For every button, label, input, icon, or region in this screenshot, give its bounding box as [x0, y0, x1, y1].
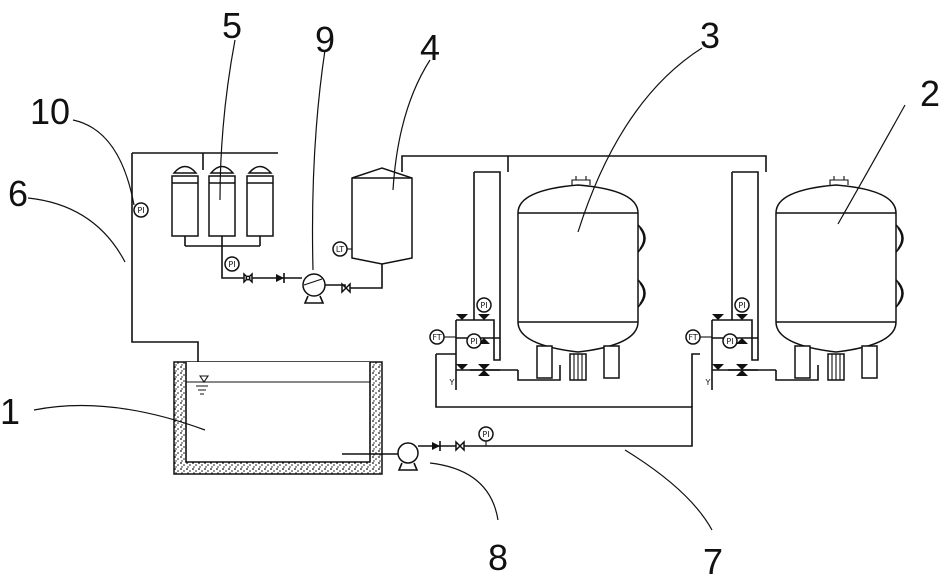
callout-5: 5 [222, 5, 242, 46]
membrane-filter-group-5 [132, 152, 278, 247]
lt-label: LT [336, 245, 344, 254]
pi-label: PI [726, 337, 733, 346]
callout-4: 4 [420, 27, 440, 68]
return-pipe-6 [131, 153, 199, 362]
ft-label: FT [432, 333, 441, 342]
pump-9 [302, 260, 383, 304]
water-tank-1 [173, 361, 383, 475]
leader-lines [27, 39, 906, 531]
vessel-2 [775, 176, 904, 381]
intermediate-tank-4: LT [332, 155, 767, 265]
callout-7: 7 [703, 541, 723, 582]
drain-y-label: Y [705, 378, 711, 387]
pump-8: PI [342, 426, 494, 471]
vessel-2-piping: PI PI FT Y [685, 171, 819, 390]
vessel-3-piping: PI PI FT Y [429, 171, 561, 390]
ft-label: FT [688, 333, 697, 342]
feed-pipe-7 [435, 353, 700, 447]
callout-2: 2 [920, 73, 940, 114]
pi-label: PI [480, 301, 487, 310]
callout-8: 8 [488, 537, 508, 578]
callout-10: 10 [30, 91, 70, 132]
pi-label: PI [137, 206, 144, 215]
callout-1: 1 [0, 391, 20, 432]
membrane-feed-line: PI [221, 246, 302, 284]
drain-y-label: Y [449, 378, 455, 387]
vessel-3 [517, 176, 646, 381]
pi-label: PI [738, 301, 745, 310]
pressure-indicator-10: PI [133, 202, 149, 218]
callout-3: 3 [700, 15, 720, 56]
callout-6: 6 [8, 173, 28, 214]
pi-label: PI [470, 337, 477, 346]
pi-label: PI [228, 260, 235, 269]
pi-label: PI [482, 430, 489, 439]
callout-9: 9 [315, 19, 335, 60]
